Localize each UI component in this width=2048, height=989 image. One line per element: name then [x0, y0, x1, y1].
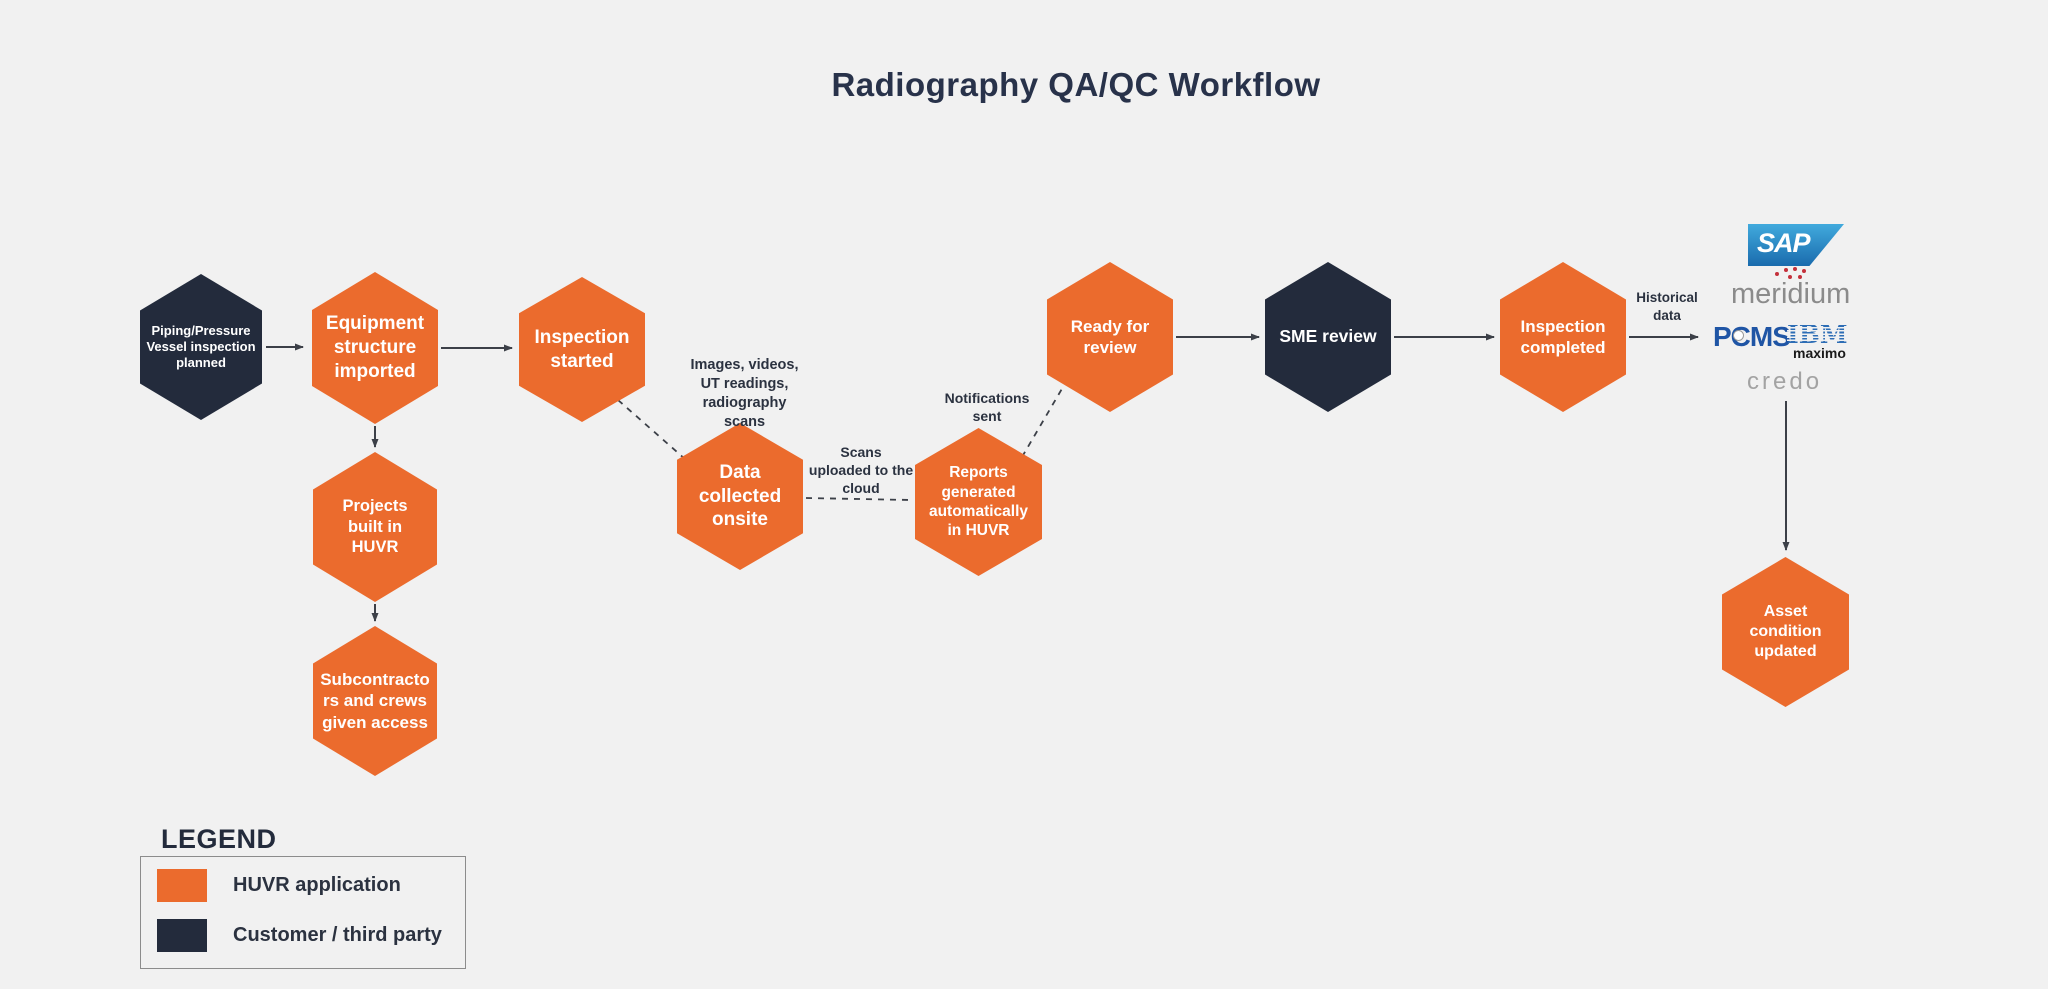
legend-swatch-huvr	[157, 869, 207, 902]
pcms-gauge-icon	[1733, 330, 1744, 341]
node-inspection-completed: Inspection completed	[1500, 262, 1626, 412]
label-data-types: Images, videos, UT readings, radiography…	[690, 357, 799, 430]
legend-title: LEGEND	[161, 824, 277, 854]
credo-logo: credo	[1747, 368, 1823, 395]
node-label: Subcontracto rs and crews given access	[320, 670, 430, 732]
legend-item-label: Customer / third party	[233, 924, 442, 946]
node-label: Equipment structure imported	[325, 313, 425, 382]
label-historical-data: Historical data	[1636, 290, 1698, 323]
node-label: Piping/Pressure Vessel inspection planne…	[146, 322, 256, 371]
meridium-logo: meridium	[1731, 272, 1850, 311]
label-notifications-sent: Notifications sent	[944, 390, 1030, 425]
node-label: Inspection completed	[1520, 316, 1606, 357]
node-equipment-structure-imported: Equipment structure imported	[312, 272, 438, 424]
legend-item-customer: Customer / third party	[157, 919, 442, 952]
page-title: Radiography QA/QC Workflow	[831, 66, 1321, 103]
ibm-maximo-logo: IBM	[1787, 322, 1848, 347]
node-label: Ready for review	[1070, 316, 1150, 357]
pcms-logo: PCMS	[1713, 321, 1791, 353]
node-label: Data collected onsite	[698, 461, 782, 531]
dashed-collected-to-reports	[805, 497, 912, 501]
node-data-collected-onsite: Data collected onsite	[677, 423, 803, 570]
node-reports-generated: Reports generated automatically in HUVR	[915, 428, 1042, 576]
node-label: Asset condition updated	[1749, 603, 1822, 660]
label-scans-uploaded: Scans uploaded to the cloud	[808, 444, 914, 497]
dashed-reports-to-ready	[1021, 386, 1064, 458]
node-ready-for-review: Ready for review	[1047, 262, 1173, 412]
pcms-logo-text: PCMS	[1713, 321, 1791, 352]
ibm-stripes-icon	[1787, 322, 1847, 342]
dashed-started-to-collected	[617, 399, 686, 460]
legend-swatch-customer	[157, 919, 207, 952]
node-label: Reports generated automatically in HUVR	[928, 464, 1029, 540]
meridium-dots-icon	[1775, 272, 1779, 276]
legend-item-huvr: HUVR application	[157, 869, 401, 902]
sap-logo-text: SAP	[1757, 228, 1811, 258]
meridium-logo-text: meridium	[1731, 278, 1851, 310]
node-label: SME review	[1279, 326, 1377, 347]
legend-box: HUVR application Customer / third party	[140, 856, 466, 969]
maximo-logo-text: maximo	[1793, 345, 1846, 361]
node-vessel-inspection-planned: Piping/Pressure Vessel inspection planne…	[140, 274, 262, 420]
node-sme-review: SME review	[1265, 262, 1391, 412]
legend-item-label: HUVR application	[233, 874, 401, 896]
node-label: Inspection started	[534, 326, 630, 372]
node-label: Projects built in HUVR	[342, 497, 408, 557]
